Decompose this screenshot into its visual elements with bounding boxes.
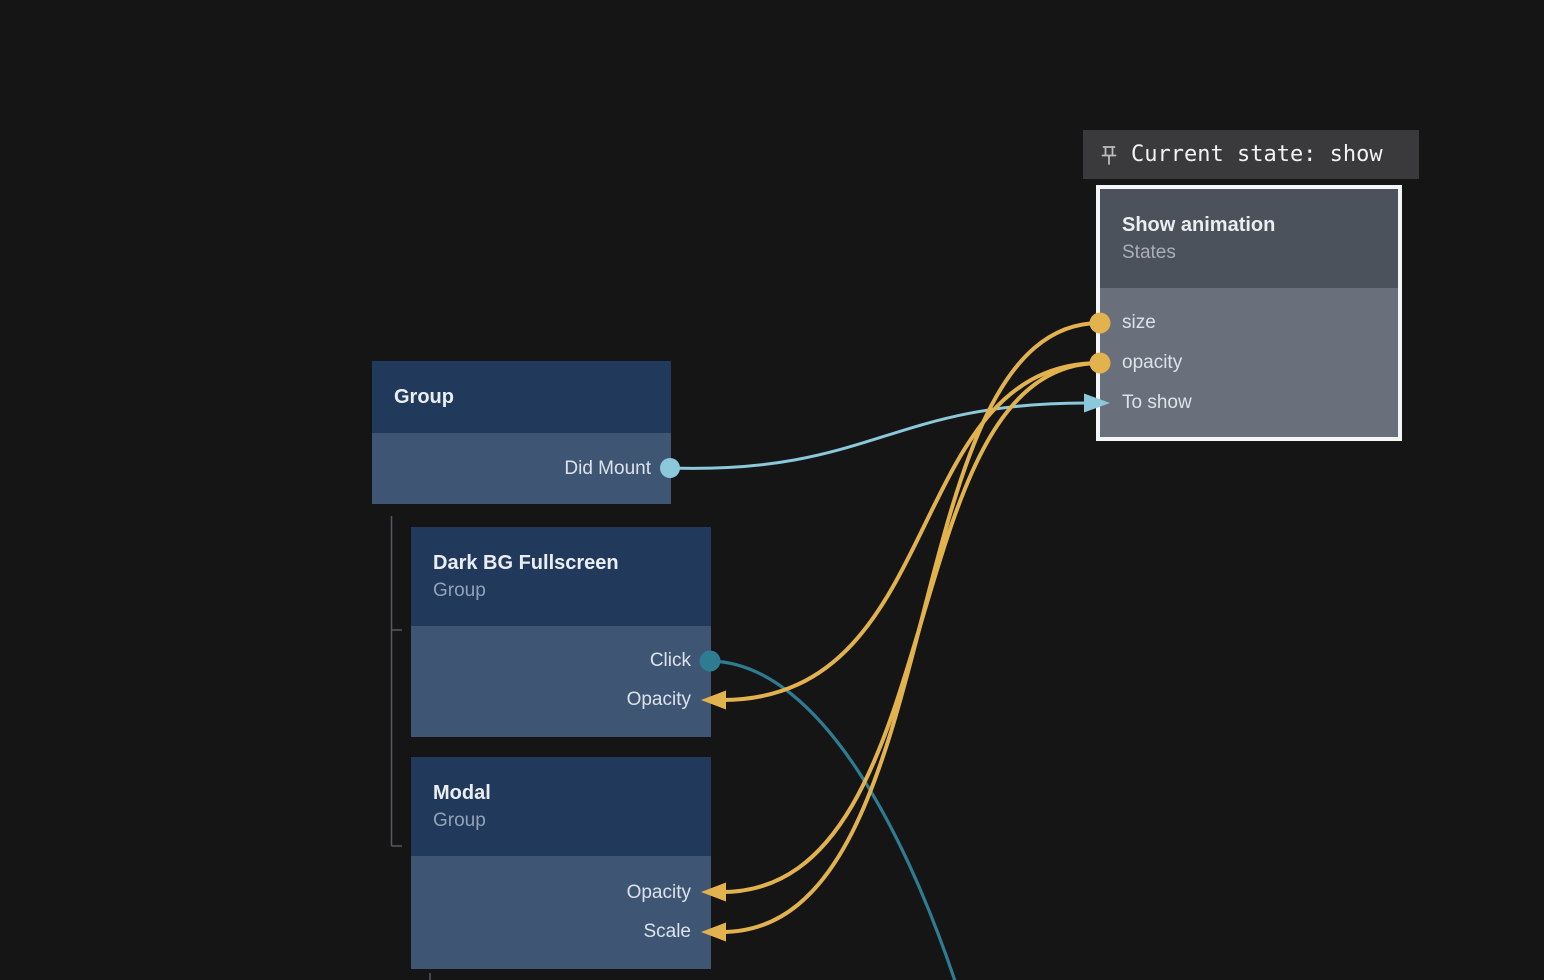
port-opacity[interactable]: Opacity <box>411 680 711 719</box>
node-header[interactable]: Show animation States <box>1100 189 1398 288</box>
node-show-animation[interactable]: Show animation States size opacity To sh… <box>1096 185 1402 441</box>
port-size[interactable]: size <box>1100 303 1398 343</box>
wire-opacity-modal[interactable] <box>721 361 1101 894</box>
node-port-list: size opacity To show <box>1100 288 1398 437</box>
port-label: Scale <box>643 920 691 942</box>
wire-didmount-to-show[interactable] <box>669 401 1087 470</box>
node-subtitle: Group <box>433 810 486 831</box>
port-label: size <box>1122 312 1156 333</box>
pushpin-icon <box>1101 145 1117 165</box>
node-header[interactable]: Modal Group <box>411 757 711 856</box>
port-opacity[interactable]: opacity <box>1100 343 1398 383</box>
wire-size-scale[interactable] <box>721 321 1101 934</box>
current-state-label: Current state: show <box>1131 142 1383 167</box>
node-modal[interactable]: Modal Group Opacity Scale <box>411 757 711 969</box>
wire-click-offscreen[interactable] <box>709 659 958 980</box>
port-opacity[interactable]: Opacity <box>411 873 711 912</box>
port-label: Opacity <box>626 881 691 903</box>
current-state-chip[interactable]: Current state: show <box>1083 130 1419 179</box>
port-scale[interactable]: Scale <box>411 912 711 951</box>
port-label: To show <box>1122 392 1192 413</box>
node-title: Modal <box>433 782 491 804</box>
port-did-mount[interactable]: Did Mount <box>372 433 671 504</box>
node-title: Dark BG Fullscreen <box>433 552 619 574</box>
port-label: Opacity <box>626 688 691 710</box>
node-port-list: Opacity Scale <box>411 856 711 969</box>
node-port-list: Did Mount <box>372 433 671 504</box>
port-click[interactable]: Click <box>411 641 711 680</box>
port-label: Click <box>649 649 691 671</box>
node-port-list: Click Opacity <box>411 626 711 737</box>
node-group[interactable]: Group Did Mount <box>372 361 671 504</box>
port-label: Did Mount <box>564 457 651 479</box>
port-label: opacity <box>1122 352 1183 373</box>
node-title: Group <box>394 386 454 408</box>
node-title: Show animation <box>1122 214 1276 236</box>
node-header[interactable]: Dark BG Fullscreen Group <box>411 527 711 626</box>
node-subtitle: Group <box>433 580 486 601</box>
wire-opacity-darkbg[interactable] <box>721 361 1101 702</box>
node-dark-bg-fullscreen[interactable]: Dark BG Fullscreen Group Click Opacity <box>411 527 711 737</box>
node-header[interactable]: Group <box>372 361 671 433</box>
port-to-show[interactable]: To show <box>1100 383 1398 423</box>
node-subtitle: States <box>1122 242 1176 263</box>
